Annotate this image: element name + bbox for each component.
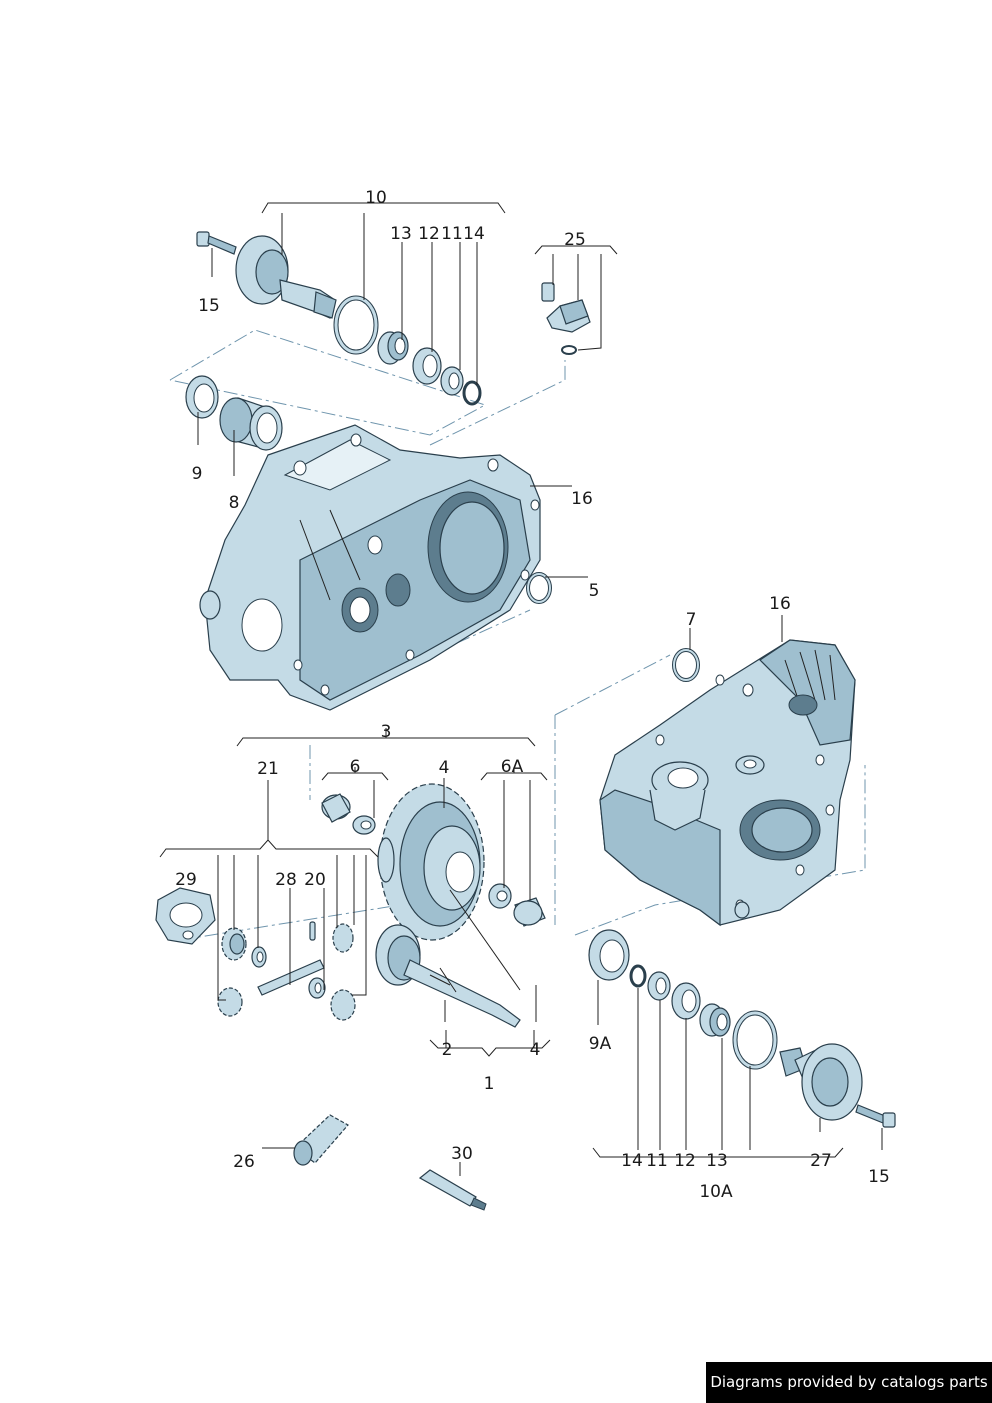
gearbox-housing-right: [599, 639, 856, 927]
label-6: 6: [350, 757, 361, 777]
label-9: 9: [192, 464, 203, 484]
label-12-lower: 12: [674, 1151, 696, 1171]
leader-lines: [159, 202, 883, 1176]
label-15-upper: 15: [198, 296, 220, 316]
washer-right: [308, 977, 326, 999]
label-13-lower: 13: [706, 1151, 728, 1171]
label-10a: 10A: [699, 1182, 733, 1202]
label-16-upper: 16: [571, 489, 593, 509]
bearing-6-inner: [352, 815, 376, 835]
label-12-upper: 12: [418, 224, 440, 244]
label-14-upper: 14: [463, 224, 485, 244]
label-4-gear: 4: [439, 758, 450, 778]
bearing-6-outer: [321, 793, 351, 823]
sealant-tube-30: [418, 1169, 487, 1211]
circlip-14-upper: [462, 380, 482, 406]
ring-11-lower: [647, 971, 671, 1001]
label-16-right: 16: [769, 594, 791, 614]
label-2: 2: [442, 1040, 453, 1060]
label-30: 30: [451, 1144, 473, 1164]
credit-banner: Diagrams provided by catalogs parts: [706, 1362, 992, 1403]
label-3: 3: [381, 722, 392, 742]
circlip-14-lower: [629, 964, 647, 988]
label-29: 29: [175, 870, 197, 890]
o-ring-5: [526, 572, 552, 604]
seal-9: [185, 375, 219, 419]
label-27: 27: [810, 1151, 832, 1171]
o-ring-7: [672, 648, 700, 682]
differential-housing-29: [155, 887, 216, 945]
bracket-25: [541, 282, 591, 355]
label-10: 10: [365, 188, 387, 208]
washer-12-upper: [412, 347, 442, 385]
o-ring-10: [333, 295, 379, 355]
side-gear-left: [221, 927, 247, 961]
bolt-15-lower: [855, 1104, 896, 1128]
bearing-6a-inner: [488, 883, 512, 909]
washer-12-lower: [671, 982, 701, 1020]
drive-flange-27: [779, 1043, 863, 1121]
label-5: 5: [589, 581, 600, 601]
label-8: 8: [229, 493, 240, 513]
label-15-lower: 15: [868, 1167, 890, 1187]
bearing-6a-outer: [513, 897, 546, 927]
washer-left: [251, 946, 267, 968]
label-6a: 6A: [501, 757, 524, 777]
bolt-15-upper: [196, 231, 237, 255]
o-ring-10a: [732, 1010, 778, 1070]
seal-9a: [588, 929, 630, 981]
pin-20: [309, 921, 316, 941]
ring-gear-26: [293, 1114, 349, 1166]
label-13-upper: 13: [390, 224, 412, 244]
drive-flange-upper: [235, 235, 337, 319]
spring-13-lower: [699, 1003, 731, 1037]
label-21: 21: [257, 759, 279, 779]
pinion-shaft-2: [375, 924, 521, 1028]
gearbox-housing-upper: [199, 424, 541, 711]
label-25: 25: [564, 230, 586, 250]
label-20: 20: [304, 870, 326, 890]
label-7: 7: [686, 610, 697, 630]
label-14-lower: 14: [621, 1151, 643, 1171]
label-1: 1: [484, 1074, 495, 1094]
label-9a: 9A: [589, 1034, 612, 1054]
pinion-gear-right: [330, 989, 356, 1021]
label-11-upper: 11: [441, 224, 463, 244]
spring-13-upper: [377, 331, 409, 365]
label-28: 28: [275, 870, 297, 890]
pinion-gear-left: [217, 987, 243, 1017]
label-4-shaft: 4: [530, 1040, 541, 1060]
bearing-cup-8: [219, 397, 283, 451]
callout-labels: 10 13 12 11 14 25 15 9 8 16 5 7 16 3 21 …: [175, 188, 890, 1202]
side-gear-right: [332, 923, 354, 953]
label-26: 26: [233, 1152, 255, 1172]
label-11-lower: 11: [646, 1151, 668, 1171]
ring-11-upper: [440, 366, 464, 396]
